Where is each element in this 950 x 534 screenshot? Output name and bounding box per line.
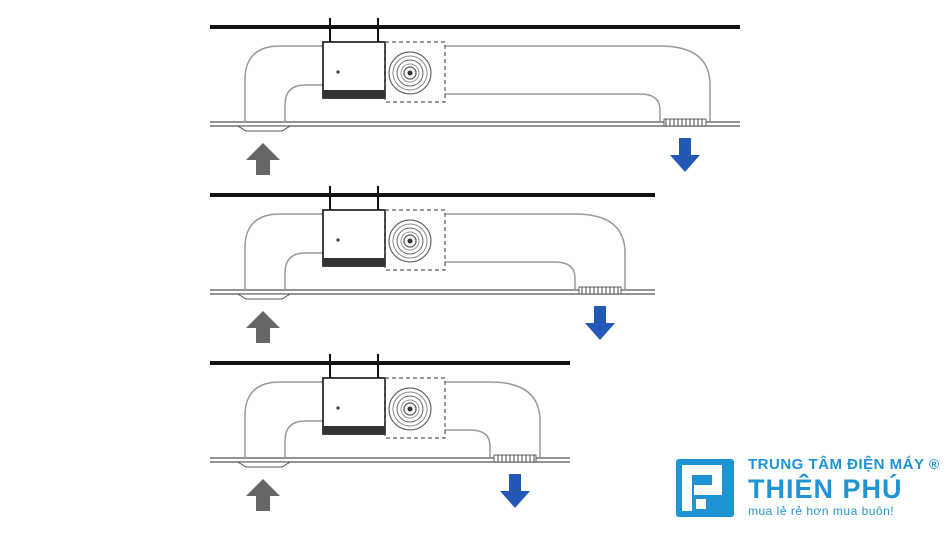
- arrow-down-icon: [670, 138, 700, 172]
- return-duct: [244, 45, 326, 122]
- fan-icon: [388, 219, 432, 263]
- thien-phu-logo-icon: [676, 459, 734, 517]
- fan-housing: [384, 209, 446, 271]
- supply-duct: [445, 381, 541, 458]
- arrow-up-icon: [246, 143, 280, 175]
- brand-name-line1: TRUNG TÂM ĐIỆN MÁY ®: [748, 456, 940, 473]
- return-duct: [244, 213, 326, 290]
- return-duct: [244, 381, 326, 458]
- arrow-down-icon: [500, 474, 530, 508]
- supply-grille: [493, 454, 537, 463]
- brand-name-line2: THIÊN PHÚ: [748, 474, 903, 504]
- brand-logo: TRUNG TÂM ĐIỆN MÁY ® THIÊN PHÚ mua lẻ rẻ…: [676, 456, 946, 520]
- fan-housing: [384, 41, 446, 103]
- return-grille: [236, 293, 292, 300]
- arrow-down-icon: [585, 306, 615, 340]
- arrow-up-icon: [246, 311, 280, 343]
- return-grille: [236, 461, 292, 468]
- brand-tagline: mua lẻ rẻ hơn mua buôn!: [748, 504, 895, 518]
- supply-grille: [578, 286, 622, 295]
- arrow-up-icon: [246, 479, 280, 511]
- installation-row: [210, 354, 570, 511]
- supply-grille: [663, 118, 707, 127]
- fan-coil-unit: [322, 41, 386, 99]
- fan-coil-unit: [322, 377, 386, 435]
- fan-housing: [384, 377, 446, 439]
- fan-icon: [388, 51, 432, 95]
- fan-coil-unit: [322, 209, 386, 267]
- supply-duct: [445, 45, 711, 122]
- fan-icon: [388, 387, 432, 431]
- installation-row: [210, 18, 740, 175]
- installation-row: [210, 186, 655, 343]
- supply-duct: [445, 213, 626, 290]
- return-grille: [236, 125, 292, 132]
